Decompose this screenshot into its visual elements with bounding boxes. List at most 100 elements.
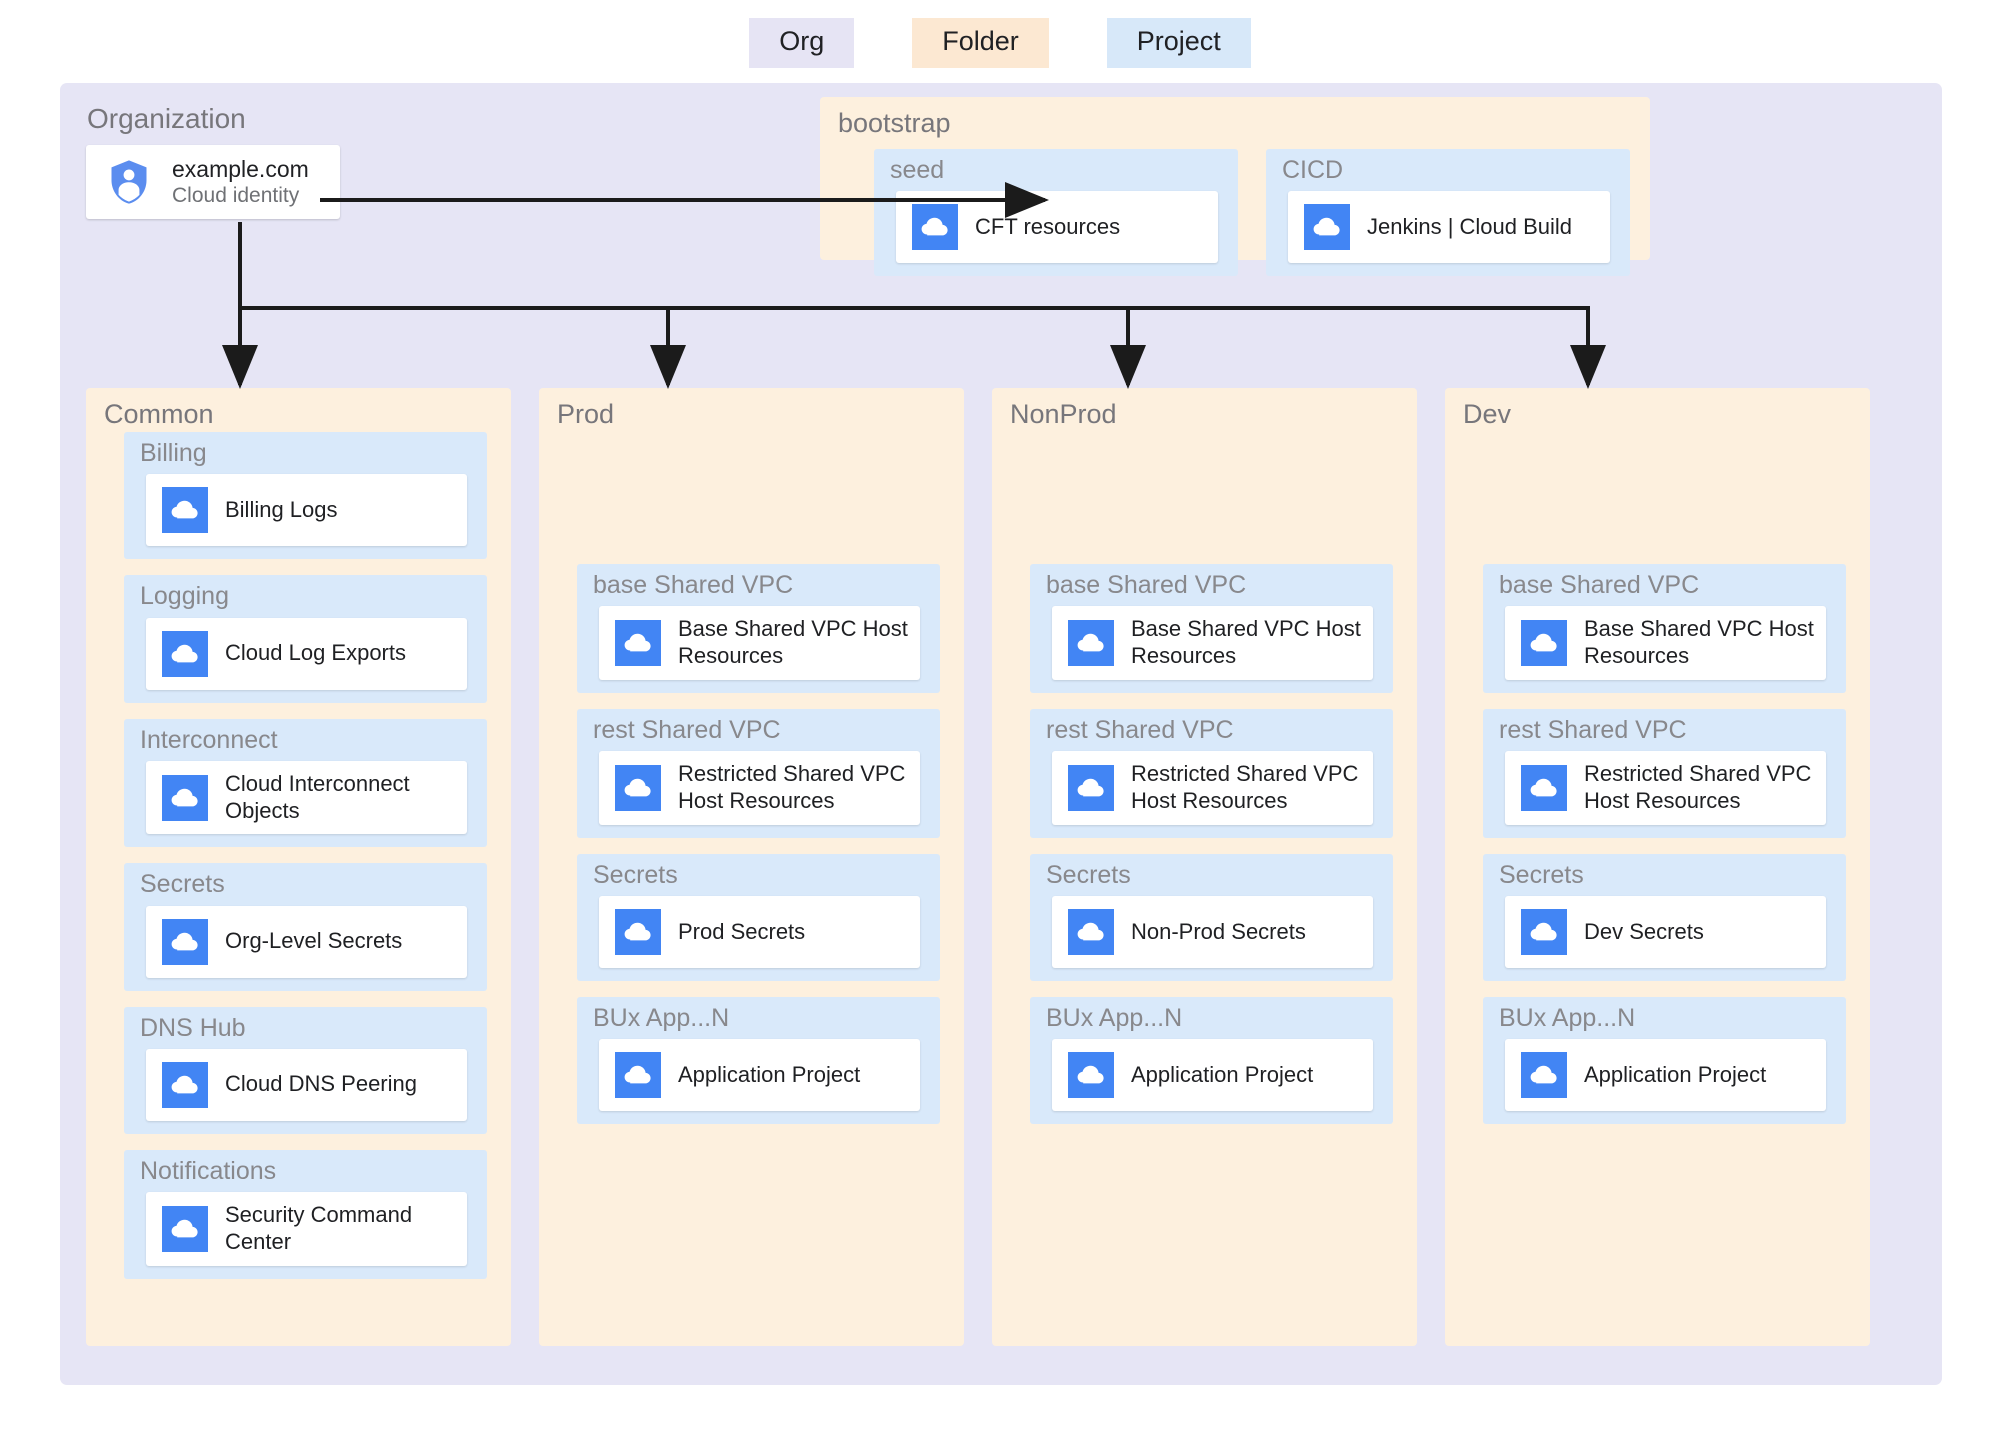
project-card-cloud-interconnect-objects[interactable]: Cloud Interconnect Objects	[146, 760, 467, 835]
project-card-billing-logs[interactable]: Billing Logs	[146, 474, 467, 547]
project-card-label: Non-Prod Secrets	[1131, 918, 1306, 944]
project-group-rest-shared-vpc[interactable]: rest Shared VPC Restricted Shared VPC Hos…	[1030, 708, 1393, 838]
cloud-icon	[162, 487, 208, 534]
project-card-restricted-shared-vpc-host-resources[interactable]: Restricted Shared VPC Host Resources	[1052, 751, 1373, 825]
project-group-label: Interconnect	[140, 725, 278, 754]
cloud-icon	[162, 1061, 208, 1108]
project-card-application-project[interactable]: Application Project	[599, 1039, 920, 1112]
folder-common-title: Common	[104, 399, 214, 429]
project-group-label: DNS Hub	[140, 1013, 246, 1042]
cloud-icon	[1068, 909, 1114, 956]
project-group-base-shared-vpc[interactable]: base Shared VPC Base Shared VPC Host Reso…	[1030, 564, 1393, 693]
cloud-icon	[1068, 764, 1114, 811]
project-group-label: base Shared VPC	[593, 571, 794, 599]
legend-badge-folder: Folder	[912, 18, 1049, 68]
project-card-base-shared-vpc-host-resources[interactable]: Base Shared VPC Host Resources	[1052, 606, 1373, 680]
project-group-label: Secrets	[593, 860, 678, 889]
project-group-seed[interactable]: seed CFT resources	[874, 149, 1238, 277]
project-card-label: Base Shared VPC Host Resources	[1584, 616, 1814, 669]
cloud-icon	[1521, 764, 1567, 811]
project-group-label: Secrets	[140, 870, 225, 899]
project-group-base-shared-vpc[interactable]: base Shared VPC Base Shared VPC Host Reso…	[577, 564, 940, 693]
project-card-dev-secrets[interactable]: Dev Secrets	[1505, 896, 1826, 969]
project-card-label: Application Project	[678, 1061, 861, 1087]
project-card-security-command-center[interactable]: Security Command Center	[146, 1192, 467, 1266]
project-card-jenkins-cloud-build[interactable]: Jenkins | Cloud Build	[1288, 191, 1610, 264]
folder-bootstrap-title: bootstrap	[838, 108, 951, 138]
project-card-label: Application Project	[1584, 1061, 1767, 1087]
folder-prod-projects: base Shared VPC Base Shared VPC Host Reso…	[539, 564, 964, 1125]
project-card-label: Security Command Center	[225, 1202, 413, 1254]
project-card-label: Dev Secrets	[1584, 918, 1704, 944]
project-card-base-shared-vpc-host-resources[interactable]: Base Shared VPC Host Resources	[599, 606, 920, 680]
legend: Org Folder Project	[0, 18, 2000, 68]
project-card-label: Org-Level Secrets	[225, 928, 403, 954]
cloud-identity-card[interactable]: example.com Cloud identity	[86, 145, 340, 219]
project-group-label: rest Shared VPC	[1046, 715, 1234, 744]
project-card-label: Restricted Shared VPC Host Resources	[1131, 761, 1359, 813]
project-group-cicd[interactable]: CICD Jenkins | Cloud Build	[1266, 149, 1630, 277]
project-card-prod-secrets[interactable]: Prod Secrets	[599, 896, 920, 969]
project-card-label: Cloud Interconnect Objects	[225, 770, 410, 823]
project-card-non-prod-secrets[interactable]: Non-Prod Secrets	[1052, 896, 1373, 969]
project-card-cloud-log-exports[interactable]: Cloud Log Exports	[146, 617, 467, 690]
project-group-label: BUx App...N	[1499, 1004, 1636, 1033]
cloud-identity-subtitle: Cloud identity	[172, 183, 300, 207]
project-card-application-project[interactable]: Application Project	[1505, 1039, 1826, 1112]
project-group-label: Logging	[140, 582, 229, 611]
project-group-bux-app-n[interactable]: BUx App...N Application Project	[1483, 997, 1846, 1125]
project-card-restricted-shared-vpc-host-resources[interactable]: Restricted Shared VPC Host Resources	[599, 751, 920, 825]
project-group-label: base Shared VPC	[1046, 571, 1247, 599]
project-group-label: Billing	[140, 439, 207, 467]
project-card-cloud-dns-peering[interactable]: Cloud DNS Peering	[146, 1048, 467, 1121]
project-card-base-shared-vpc-host-resources[interactable]: Base Shared VPC Host Resources	[1505, 606, 1826, 680]
folder-dev-title: Dev	[1463, 399, 1512, 429]
cloud-icon	[162, 774, 208, 821]
cloud-icon	[1521, 909, 1567, 956]
project-card-cft-resources[interactable]: CFT resources	[896, 191, 1218, 264]
project-group-label: Notifications	[140, 1156, 277, 1185]
cloud-icon	[162, 918, 208, 965]
shield-person-icon	[104, 157, 154, 207]
cloud-icon	[162, 1205, 208, 1252]
cloud-icon	[1521, 620, 1567, 667]
project-card-label: CFT resources	[975, 213, 1121, 239]
project-card-application-project[interactable]: Application Project	[1052, 1039, 1373, 1112]
cloud-icon	[1068, 1052, 1114, 1099]
project-card-label: Prod Secrets	[678, 918, 806, 944]
project-group-label: Secrets	[1046, 860, 1131, 889]
legend-badge-org: Org	[749, 18, 855, 68]
project-card-restricted-shared-vpc-host-resources[interactable]: Restricted Shared VPC Host Resources	[1505, 751, 1826, 825]
project-group-bux-app-n[interactable]: BUx App...N Application Project	[577, 997, 940, 1125]
folder-nonprod[interactable]: NonProd base Shared VPC Base Shared VPC Ho…	[992, 388, 1417, 1346]
project-card-label: Billing Logs	[225, 496, 338, 522]
project-group-cicd-label: CICD	[1282, 156, 1344, 184]
folder-nonprod-projects: base Shared VPC Base Shared VPC Host Reso…	[992, 564, 1417, 1125]
project-card-org-level-secrets[interactable]: Org-Level Secrets	[146, 905, 467, 978]
cloud-icon	[615, 764, 661, 811]
folder-bootstrap[interactable]: bootstrap seed CFT resources CICD	[820, 97, 1650, 277]
folder-nonprod-title: NonProd	[1010, 399, 1117, 429]
project-card-label: Cloud DNS Peering	[225, 1071, 417, 1097]
cloud-identity-text: example.com Cloud identity	[172, 156, 309, 208]
project-group-seed-label: seed	[890, 156, 945, 184]
project-group-label: BUx App...N	[593, 1004, 730, 1033]
